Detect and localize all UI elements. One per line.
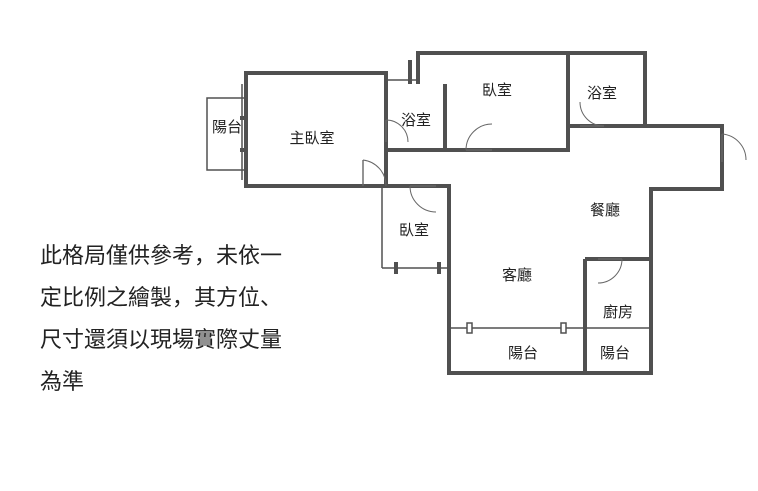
label-balcony-left: 陽台 xyxy=(212,118,242,136)
living-balcony-post xyxy=(466,322,473,334)
bedroom-2-door-post xyxy=(394,262,398,274)
label-bedroom-2: 臥室 xyxy=(399,221,429,239)
label-living: 客廳 xyxy=(502,266,532,284)
label-bath-2: 浴室 xyxy=(587,84,617,102)
left-balcony-walls xyxy=(206,97,247,171)
disclaimer-line: 為準 xyxy=(40,370,85,395)
door-swing-arc xyxy=(385,119,409,143)
bedroom-2-door-post xyxy=(437,262,441,274)
door-swing-arc xyxy=(721,133,747,161)
door-swing-arc xyxy=(362,159,387,187)
balcony-door-post xyxy=(240,116,246,120)
label-master-bedroom: 主臥室 xyxy=(289,129,334,147)
door-swing-arc xyxy=(465,123,493,151)
door-swing-arc xyxy=(579,101,605,127)
label-bedroom-1: 臥室 xyxy=(482,81,512,99)
disclaimer-text: 此格局僅供參考，未依一 定比例之繪製，其方位、 尺寸還須以現場實際丈量 為準 xyxy=(40,236,350,404)
door-swing-arc xyxy=(409,185,437,213)
door-swing-arc xyxy=(597,258,623,284)
bath-1-door-post xyxy=(408,60,412,84)
label-kitchen: 廚房 xyxy=(603,303,633,321)
label-dining: 餐廳 xyxy=(590,201,620,219)
label-balcony-bottom: 陽台 xyxy=(508,344,538,362)
disclaimer-line: 定比例之繪製，其方位、 xyxy=(40,286,283,311)
bath-2-walls xyxy=(568,51,647,128)
main-outline-walls xyxy=(386,124,724,375)
label-bath-1: 浴室 xyxy=(401,111,431,129)
bedroom-1-walls xyxy=(416,51,570,152)
living-balcony-post xyxy=(560,322,567,334)
balcony-door-post xyxy=(240,148,246,152)
bath-1-walls xyxy=(384,84,447,152)
disclaimer-line: 尺寸還須以現場實際丈量 xyxy=(40,328,283,353)
label-balcony-right: 陽台 xyxy=(600,344,630,362)
disclaimer-line: 此格局僅供參考，未依一 xyxy=(40,244,283,269)
